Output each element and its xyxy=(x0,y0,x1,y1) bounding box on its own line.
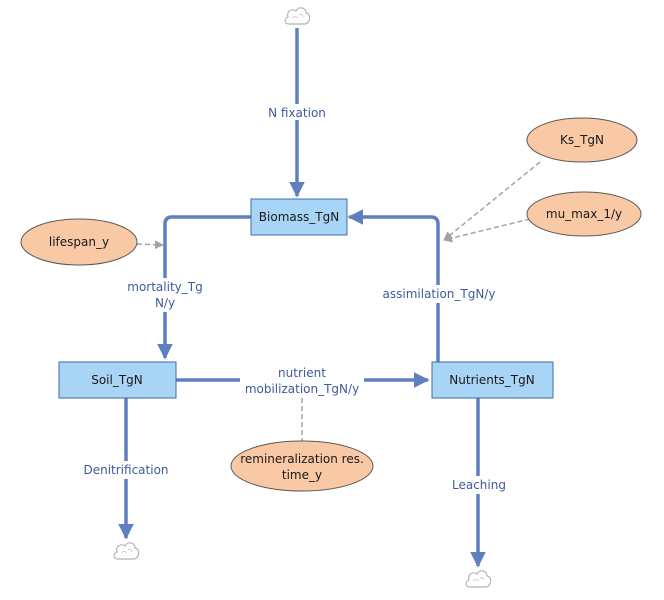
aux-lifespan[interactable]: lifespan_y xyxy=(20,218,138,266)
aux-remineralization[interactable]: remineralization res. time_y xyxy=(230,440,374,492)
label-leaching: Leaching xyxy=(450,476,508,494)
label-mortality: mortality_Tg N/y xyxy=(123,278,209,312)
label-n-fixation: N fixation xyxy=(262,104,332,120)
svg-text:mortality_Tg: mortality_Tg xyxy=(127,280,202,294)
svg-text:remineralization res.: remineralization res. xyxy=(240,452,364,466)
label-denitrification: Denitrification xyxy=(78,461,174,479)
svg-text:Soil_TgN: Soil_TgN xyxy=(91,373,143,387)
svg-text:assimilation_TgN/y: assimilation_TgN/y xyxy=(383,287,496,301)
svg-text:N fixation: N fixation xyxy=(268,106,326,120)
stock-nutrients[interactable]: Nutrients_TgN xyxy=(431,361,554,399)
label-assimilation: assimilation_TgN/y xyxy=(378,285,500,303)
svg-text:Nutrients_TgN: Nutrients_TgN xyxy=(449,373,534,387)
link-lifespan-to-mortality[interactable] xyxy=(136,240,164,250)
svg-text:Ks_TgN: Ks_TgN xyxy=(560,133,604,147)
svg-text:mobilization_TgN/y: mobilization_TgN/y xyxy=(245,382,359,396)
svg-text:time_y: time_y xyxy=(282,468,322,482)
link-ks-to-assimilation[interactable] xyxy=(443,161,541,241)
stock-soil[interactable]: Soil_TgN xyxy=(58,361,177,399)
flow-mortality[interactable] xyxy=(157,215,251,360)
svg-text:Denitrification: Denitrification xyxy=(83,463,168,477)
stock-biomass[interactable]: Biomass_TgN xyxy=(250,198,348,236)
svg-text:lifespan_y: lifespan_y xyxy=(49,235,109,249)
svg-text:N/y: N/y xyxy=(155,296,175,310)
aux-ks[interactable]: Ks_TgN xyxy=(526,117,638,163)
cloud-source-icon xyxy=(284,7,311,25)
aux-mu-max[interactable]: mu_max_1/y xyxy=(526,191,642,237)
svg-text:Leaching: Leaching xyxy=(452,478,506,492)
svg-text:mu_max_1/y: mu_max_1/y xyxy=(546,207,622,221)
svg-text:Biomass_TgN: Biomass_TgN xyxy=(259,210,339,224)
label-mobilization: nutrient mobilization_TgN/y xyxy=(240,364,364,398)
flow-assimilation[interactable] xyxy=(347,209,440,362)
svg-text:nutrient: nutrient xyxy=(278,366,326,380)
cloud-sink-icon xyxy=(113,542,140,560)
cloud-sink-icon xyxy=(465,570,492,588)
link-mumax-to-assimilation[interactable] xyxy=(443,218,531,243)
